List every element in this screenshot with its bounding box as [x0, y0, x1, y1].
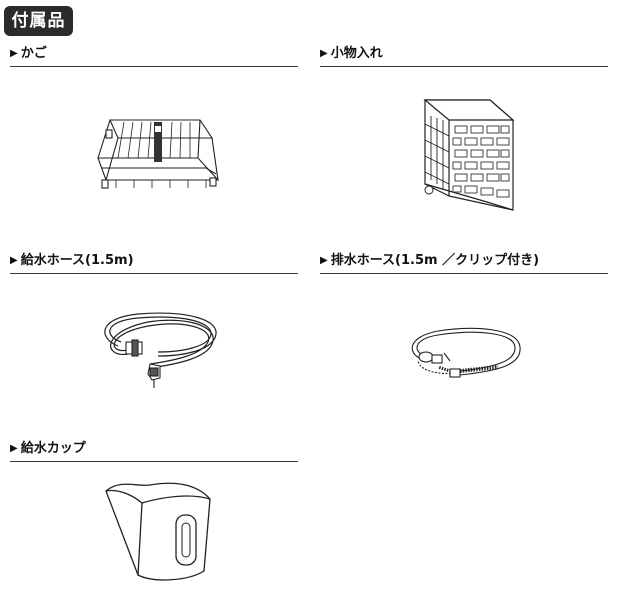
dish-basket-icon [97, 119, 220, 189]
item-heading: ▶小物入れ [320, 42, 608, 67]
triangle-bullet-icon: ▶ [10, 48, 18, 59]
item-heading: ▶給水ホース(1.5m) [10, 249, 298, 274]
item-label: 排水ホース(1.5m ／クリップ付き) [330, 253, 540, 268]
item-label: 給水カップ [20, 441, 86, 456]
item-heading: ▶給水カップ [10, 437, 298, 462]
triangle-bullet-icon: ▶ [10, 443, 18, 454]
item-heading: ▶かご [10, 42, 298, 67]
item-label: かご [20, 46, 47, 61]
water-cup-icon [105, 482, 211, 581]
water-supply-hose-icon [104, 312, 217, 388]
accessory-water-cup: ▶給水カップ [10, 437, 298, 581]
accessory-drain-hose: ▶排水ホース(1.5m ／クリップ付き) [320, 249, 608, 378]
triangle-bullet-icon: ▶ [320, 255, 328, 266]
accessory-basket: ▶かご [10, 42, 298, 189]
accessory-water-supply-hose: ▶給水ホース(1.5m) [10, 249, 298, 388]
triangle-bullet-icon: ▶ [10, 255, 18, 266]
item-heading: ▶排水ホース(1.5m ／クリップ付き) [320, 249, 608, 274]
section-badge: 付属品 [4, 6, 73, 36]
item-label: 小物入れ [330, 46, 383, 61]
triangle-bullet-icon: ▶ [320, 48, 328, 59]
accessory-cutlery-holder: ▶小物入れ [320, 42, 608, 211]
cutlery-holder-icon [423, 99, 515, 211]
drain-hose-icon [411, 327, 521, 378]
item-label: 給水ホース(1.5m) [20, 253, 134, 268]
